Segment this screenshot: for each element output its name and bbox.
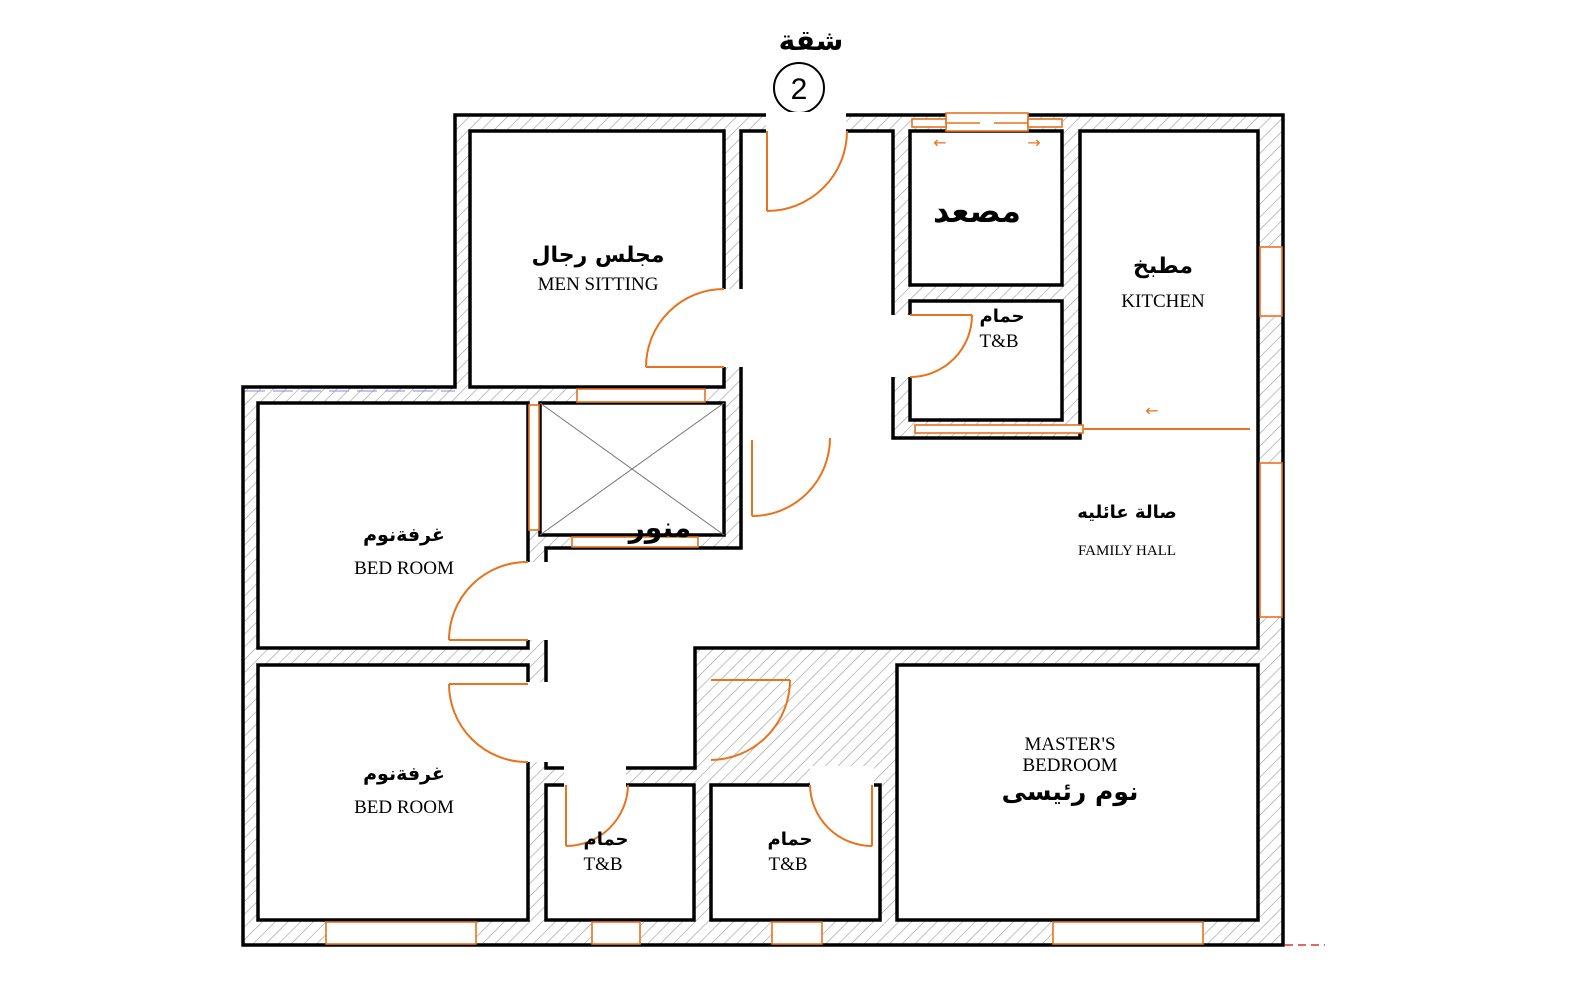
door-tb-1 bbox=[565, 784, 629, 847]
label-family-hall-en: FAMILY HALL bbox=[1078, 543, 1176, 559]
window-master bbox=[1052, 921, 1204, 945]
label-tb-2-en: T&B bbox=[768, 854, 807, 875]
arrow-right-icon: → bbox=[1027, 133, 1040, 152]
door-master bbox=[710, 679, 791, 761]
label-tb-1-ar: حمام bbox=[584, 829, 629, 850]
label-bedroom-2-en: BED ROOM bbox=[354, 797, 454, 818]
elevator-door-right bbox=[1027, 118, 1063, 128]
window-family-hall bbox=[1259, 462, 1283, 618]
room-tb-top bbox=[908, 299, 1064, 422]
room-tb-2 bbox=[709, 783, 882, 922]
room-bedroom-2 bbox=[256, 663, 530, 922]
window-bedroom-2 bbox=[325, 921, 477, 945]
window-light-well-top bbox=[576, 388, 706, 403]
room-elevator bbox=[908, 129, 1064, 287]
entrance-opening bbox=[766, 112, 846, 134]
label-master-ar: نوم رئيسى bbox=[1002, 777, 1139, 807]
unit-number: 2 bbox=[791, 73, 808, 106]
label-tb-2-ar: حمام bbox=[768, 829, 813, 850]
room-master-bedroom bbox=[895, 663, 1260, 922]
door-hall bbox=[751, 437, 831, 517]
label-tb-1-en: T&B bbox=[583, 854, 622, 875]
label-bedroom-1-ar: غرفةنوم bbox=[363, 524, 445, 546]
window-tb-2 bbox=[771, 921, 823, 945]
label-elevator-ar: مصعد bbox=[933, 192, 1021, 230]
door-bedroom-2 bbox=[448, 683, 529, 764]
label-family-hall-ar: صالة عائليه bbox=[1077, 502, 1177, 523]
label-tb-top-ar: حمام bbox=[980, 306, 1025, 327]
room-men-sitting bbox=[468, 129, 726, 389]
room-tb-1 bbox=[544, 783, 696, 922]
label-bedroom-2-ar: غرفةنوم bbox=[363, 763, 445, 785]
door-tb-2 bbox=[809, 784, 873, 847]
label-master-en-2: BEDROOM bbox=[1022, 755, 1117, 776]
unit-title: شقة bbox=[779, 24, 844, 57]
room-bedroom-1 bbox=[256, 401, 530, 650]
door-tb-top bbox=[909, 314, 973, 378]
window-tb-1 bbox=[591, 921, 641, 945]
window-light-well-bottom bbox=[571, 536, 699, 548]
light-well-cross bbox=[539, 402, 725, 536]
label-tb-top-en: T&B bbox=[979, 331, 1018, 352]
window-kitchen bbox=[1259, 246, 1283, 317]
door-bedroom-1 bbox=[448, 560, 529, 641]
doors[interactable] bbox=[448, 130, 973, 847]
label-men-sitting-ar: مجلس رجال bbox=[531, 243, 664, 268]
elevator-door-gap bbox=[945, 112, 1029, 132]
hall-corridor-area bbox=[544, 129, 1260, 770]
arrow-left-icon: ← bbox=[1145, 401, 1158, 420]
door-entrance bbox=[766, 130, 848, 212]
label-kitchen-en: KITCHEN bbox=[1121, 291, 1205, 312]
label-kitchen-ar: مطبخ bbox=[1133, 254, 1193, 279]
arrow-left-icon: ← bbox=[933, 133, 946, 152]
label-master-en-1: MASTER'S bbox=[1024, 734, 1115, 755]
door-openings bbox=[526, 289, 913, 788]
windows bbox=[325, 112, 1283, 945]
door-men-sitting bbox=[645, 288, 725, 368]
label-men-sitting-en: MEN SITTING bbox=[538, 274, 659, 295]
elevator-door-left bbox=[911, 118, 947, 128]
window-light-well-left bbox=[528, 404, 540, 531]
label-light-well-ar: منور bbox=[627, 511, 691, 544]
kitchen-counter bbox=[914, 424, 1084, 434]
label-bedroom-1-en: BED ROOM bbox=[354, 558, 454, 579]
